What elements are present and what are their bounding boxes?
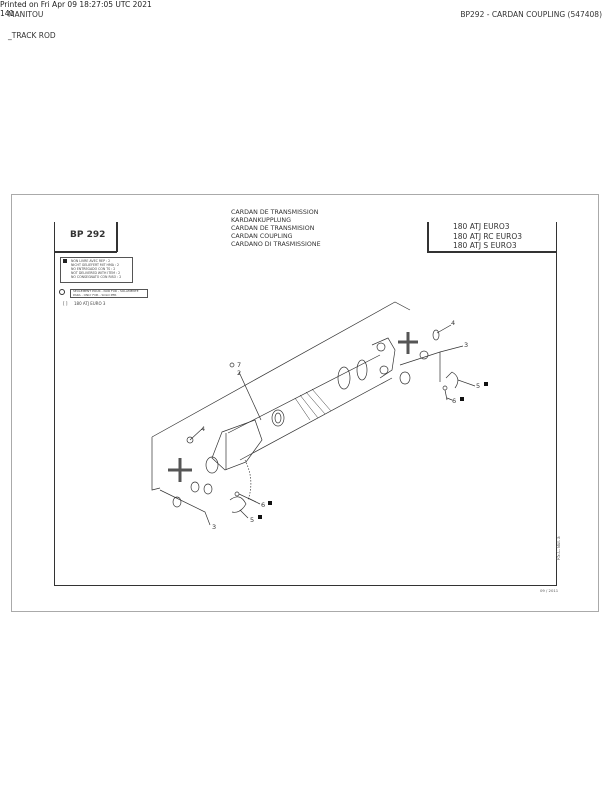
model-item: 180 ATJ RC EURO3	[453, 231, 522, 241]
model-item: 180 ATJ EURO3	[453, 222, 510, 231]
title-line: CARDAN DE TRANSMISION	[231, 224, 315, 232]
legend-line: NO ENTREGADO CON TS : 2	[71, 267, 116, 271]
circle-icon	[59, 289, 65, 295]
legend-line: NO CONSEGNATO CON RISO : 2	[71, 275, 122, 279]
leader-line	[439, 345, 464, 353]
legend-model: 180 ATJ EURO 3	[74, 301, 106, 306]
yoke-hole	[376, 342, 386, 352]
bearing-cup	[399, 371, 411, 385]
legend-line: NON LIVRE AVEC REP : 2	[71, 259, 111, 263]
bearing-cup	[419, 350, 429, 360]
black-square-icon	[258, 515, 262, 519]
left-spider	[168, 458, 192, 482]
black-square-icon	[460, 397, 464, 401]
callout-4: 4	[451, 319, 455, 327]
callout-3: 3	[464, 341, 468, 349]
callout-5: 5	[476, 382, 480, 390]
assembly-bracket	[151, 301, 411, 491]
bearing-cup	[172, 496, 182, 508]
black-square-icon	[268, 501, 272, 505]
drawing-sheet-frame	[11, 194, 599, 612]
callout-4: 4	[201, 425, 205, 433]
leader-line	[189, 427, 204, 441]
seal-ring-inner	[274, 412, 282, 424]
model-list: 180 ATJ EURO3 180 ATJ RC EURO3 180 ATJ S…	[453, 222, 522, 251]
title-block: CARDAN DE TRANSMISSION KARDANKUPPLUNG CA…	[231, 209, 321, 249]
part-code: BP 292	[70, 230, 106, 240]
leader-line	[436, 324, 452, 334]
callout-6: 6	[261, 501, 265, 509]
leader-line	[446, 397, 453, 401]
callout-2: 2	[237, 369, 241, 377]
page-number: 141	[0, 9, 15, 18]
legend-line: NOT DELIVERED WITH ITEM : 2	[71, 271, 121, 275]
bearing-cup	[203, 483, 213, 495]
right-yoke	[371, 337, 396, 379]
print-timestamp: Printed on Fri Apr 09 18:27:05 UTC 2021	[0, 0, 152, 9]
bearing-cup	[432, 329, 440, 341]
shaft-splines	[294, 388, 332, 421]
title-line: KARDANKUPPLUNG	[231, 216, 292, 224]
bearing-cup	[186, 436, 194, 444]
legend-line: NICHT GELIEFERT MIT HMA : 2	[71, 263, 120, 267]
bolt-shank	[444, 389, 448, 401]
callout-5: 5	[250, 516, 254, 524]
legend-not-delivered: NON LIVRE AVEC REP : 2 NICHT GELIEFERT M…	[60, 257, 133, 283]
brand-name: MANITOU	[8, 10, 44, 19]
shaft-collar	[337, 366, 351, 390]
right-spider	[398, 332, 418, 354]
code-box-side	[116, 222, 118, 252]
callout-3: 3	[212, 523, 216, 531]
drawing-date: 09 / 2011	[540, 588, 559, 593]
code-box-rule	[54, 251, 117, 253]
shaft-collar	[356, 359, 368, 381]
bracket-icon: [ ]	[63, 301, 68, 306]
yoke-hole	[205, 456, 219, 474]
option-circle-icon	[229, 362, 235, 368]
drawing-area	[54, 222, 557, 586]
black-square-icon	[63, 259, 67, 263]
seal-ring	[271, 409, 285, 427]
callout-6: 6	[452, 397, 456, 405]
bearing-cup	[190, 481, 200, 493]
left-yoke	[211, 419, 263, 471]
leader-line	[247, 497, 261, 505]
bolt-head	[234, 491, 240, 497]
document-title: BP292 - CARDAN COUPLING (547408)	[460, 10, 602, 19]
leader-line	[239, 509, 249, 519]
left-group-bracket	[159, 489, 211, 526]
callout-7: 7	[237, 361, 241, 369]
yoke-hole	[379, 365, 389, 375]
leader-line	[238, 371, 262, 421]
model-box-side	[427, 222, 429, 252]
model-box-rule	[427, 251, 557, 253]
subsection-label: _TRACK ROD	[8, 31, 56, 40]
leader-line	[457, 379, 476, 387]
legend-only-for: SEULEMENT POUR - NUR FUR - SOLAMENTE PAR…	[70, 289, 148, 298]
model-item: 180 ATJ S EURO3	[453, 241, 517, 250]
bolt-head	[442, 385, 448, 391]
shaft-outline	[227, 354, 393, 461]
title-line: CARDANO DI TRASMISSIONE	[231, 240, 321, 248]
title-line: CARDAN DE TRANSMISSION	[231, 209, 319, 216]
title-line: CARDAN COUPLING	[231, 232, 293, 240]
black-square-icon	[484, 382, 488, 386]
leader-dashed	[244, 459, 252, 501]
diagram-lines	[151, 301, 476, 526]
right-clamp	[445, 371, 459, 389]
left-clamp	[229, 496, 247, 513]
